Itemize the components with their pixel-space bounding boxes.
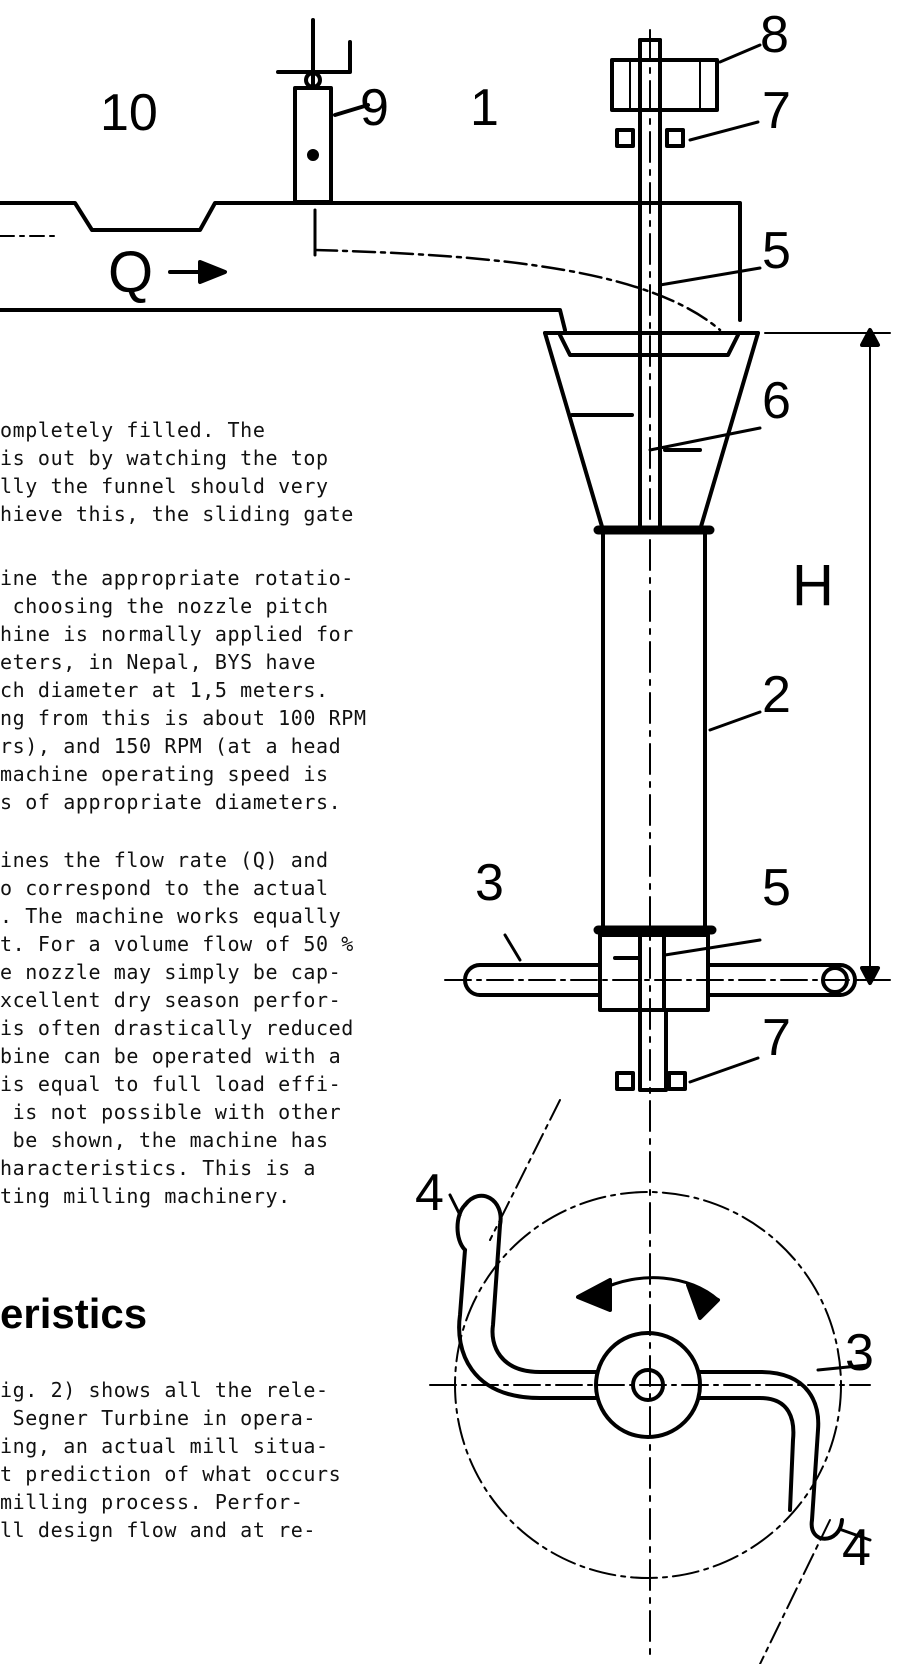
text-line: haracteristics. This is a	[0, 1156, 317, 1180]
text-line: . The machine works equally	[0, 904, 342, 928]
shaft	[638, 29, 762, 1661]
text-line: t. For a volume flow of 50 %	[0, 932, 354, 956]
text-line: ines the flow rate (Q) and	[0, 848, 329, 872]
label-2: 2	[762, 666, 791, 724]
pulley	[610, 43, 762, 112]
upper-bearing	[615, 120, 760, 148]
text-line: ompletely filled. The	[0, 418, 266, 442]
text-line: eters, in Nepal, BYS have	[0, 650, 317, 674]
label-7-bottom: 7	[762, 1009, 791, 1067]
text-line: bine can be operated with a	[0, 1044, 342, 1068]
text-line: be shown, the machine has	[0, 1128, 329, 1152]
label-4-right: 4	[842, 1519, 871, 1577]
label-1: 1	[470, 79, 499, 137]
text-line: Segner Turbine in opera-	[0, 1406, 317, 1430]
text-line: machine operating speed is	[0, 762, 329, 786]
label-head-h: H	[792, 553, 834, 618]
label-flow-q: Q	[108, 240, 153, 305]
text-line: ig. 2) shows all the rele-	[0, 1378, 329, 1402]
text-line: is out by watching the top	[0, 446, 329, 470]
text-line: t prediction of what occurs	[0, 1462, 342, 1486]
funnel	[543, 331, 762, 535]
text-line: e nozzle may simply be cap-	[0, 960, 342, 984]
label-3-bottom: 3	[845, 1324, 874, 1382]
label-9: 9	[360, 79, 389, 137]
sliding-gate	[276, 18, 370, 204]
label-8: 8	[760, 6, 789, 64]
text-line: ll design flow and at re-	[0, 1518, 317, 1542]
text-line: xcellent dry season perfor-	[0, 988, 342, 1012]
text-line: ng from this is about 100 RPM	[0, 706, 367, 730]
label-6: 6	[762, 372, 791, 430]
text-line: o correspond to the actual	[0, 876, 329, 900]
label-5-top: 5	[762, 222, 791, 280]
label-4-left: 4	[415, 1164, 444, 1222]
text-line: ch diameter at 1,5 meters.	[0, 678, 329, 702]
text-line: is often drastically reduced	[0, 1016, 354, 1040]
label-3-top: 3	[475, 854, 504, 912]
text-line: ine the appropriate rotatio-	[0, 566, 354, 590]
text-line: is equal to full load effi-	[0, 1072, 342, 1096]
text-line: hine is normally applied for	[0, 622, 354, 646]
text-line: ing, an actual mill situa-	[0, 1434, 329, 1458]
section-heading: eristics	[0, 1290, 148, 1337]
pipe	[593, 528, 762, 935]
text-line: ting milling machinery.	[0, 1184, 291, 1208]
text-line: s of appropriate diameters.	[0, 790, 342, 814]
label-10: 10	[100, 84, 158, 142]
rotor-plan-view	[429, 1099, 872, 1664]
flow-arrow	[168, 260, 227, 284]
channel-outline	[0, 201, 742, 332]
text-line: is not possible with other	[0, 1100, 342, 1124]
text-line: lly the funnel should very	[0, 474, 329, 498]
text-line: choosing the nozzle pitch	[0, 594, 329, 618]
label-7-top: 7	[762, 82, 791, 140]
label-5-bottom: 5	[762, 859, 791, 917]
text-line: rs), and 150 RPM (at a head	[0, 734, 342, 758]
text-line: hieve this, the sliding gate	[0, 502, 354, 526]
text-line: milling process. Perfor-	[0, 1490, 304, 1514]
head-dimension	[764, 328, 891, 985]
rotor-side-view	[444, 933, 861, 1092]
